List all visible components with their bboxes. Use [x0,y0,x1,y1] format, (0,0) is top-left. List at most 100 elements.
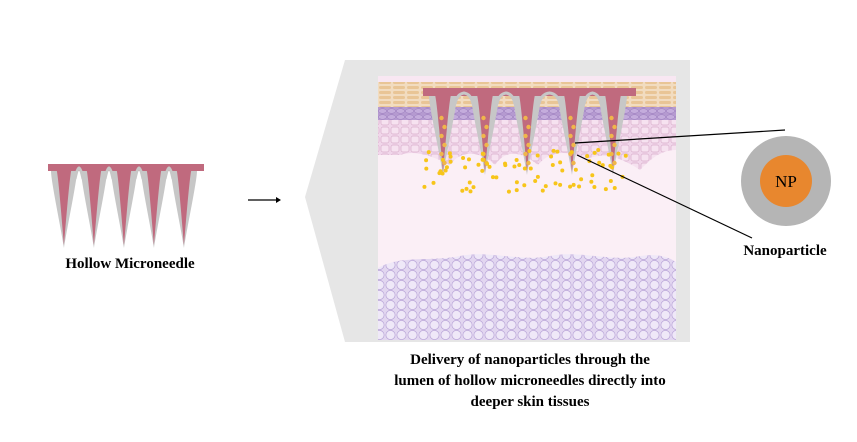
nanoparticle-dot [526,124,531,130]
nanoparticle-dot [527,149,532,154]
nanoparticle-dot [589,179,594,184]
nanoparticle-dot [514,188,519,193]
nanoparticle-dot [448,159,453,164]
needle-lumen [86,171,102,245]
nanoparticle-dot [608,179,613,184]
nanoparticle-dot [533,178,538,183]
caption: Delivery of nanoparticles through the lu… [360,350,700,413]
nanoparticle-dot [551,148,556,153]
nanoparticle-dot [526,160,531,166]
nanoparticle-dot [616,151,621,156]
nanoparticle-dot [485,161,490,166]
nanoparticle-dot [592,185,597,190]
nanoparticle-dot [596,148,601,153]
nanoparticle-dot [579,177,584,182]
nanoparticle-dot [568,115,573,121]
nanoparticle-dot [577,184,582,189]
needle-lumen [519,96,535,172]
nanoparticle-dot [612,142,617,148]
nanoparticle-dot [522,183,527,188]
needle-arch [73,166,85,180]
nanoparticle-dot [590,173,595,178]
nanoparticle-dot [514,180,519,185]
needle-lumen [146,171,162,245]
needle-lumen [477,96,493,172]
needle-lumen [116,171,132,245]
nanoparticle-dot [603,187,608,192]
nanoparticle-dot [560,168,565,173]
needle-base [423,88,636,96]
caption-line: lumen of hollow microneedles directly in… [394,373,666,389]
nanoparticle-dot [460,188,465,193]
nanoparticle-dot [523,115,528,121]
needle-lumen [605,96,621,172]
nanoparticle-dot [422,184,427,189]
nanoparticle-dot [447,151,452,156]
nanoparticle-dot [571,182,576,187]
nanoparticle-dot [549,154,554,159]
nanoparticle-dot [558,160,563,165]
nanoparticle-dot [481,115,486,121]
nanoparticle-dot [463,165,468,170]
nanoparticle-dot [484,124,489,130]
nanoparticle-dot [609,115,614,121]
nanoparticle-dot [550,162,555,167]
nanoparticle-dot [609,133,614,139]
nanoparticle-dot [461,155,466,160]
pointer-line [576,154,753,239]
pointer-line [574,129,786,144]
nanoparticle-dot [526,142,531,148]
nanoparticle-dot [467,180,472,185]
nanoparticle-dot [608,163,613,168]
nanoparticle-dot [606,152,611,157]
nanoparticle-dot [466,157,471,162]
nanoparticle-dot [481,133,486,139]
needle-arch [453,91,475,105]
nanoparticle-dot [573,167,578,172]
nanoparticle-dot [528,166,533,171]
nanoparticle-label: Nanoparticle [743,243,827,259]
needle-arch [103,166,115,180]
nanoparticle-dot [555,149,560,154]
nanoparticle-dot [442,160,447,166]
arrow-right-icon [248,197,281,203]
nanoparticle-dot [612,186,617,191]
caption-line: Delivery of nanoparticles through the [410,352,650,368]
nanoparticle-dot [535,153,540,158]
nanoparticle-dot [431,180,436,185]
nanoparticle-dot [612,160,617,166]
subcutaneous-fat [378,254,676,340]
nanoparticle-dot [517,163,522,168]
nanoparticle-dot [442,124,447,130]
nanoparticle-dot [480,168,485,173]
nanoparticle-dot [558,182,563,187]
hollow-microneedle-illustration [48,164,204,248]
nanoparticle-dot [569,150,574,155]
needle-lumen [435,96,451,172]
nanoparticle-dot [592,150,597,155]
needle-arch [133,166,145,180]
nanoparticle-dot [480,151,485,156]
nanoparticle-dot [464,186,469,191]
nanoparticle-dot [585,154,590,159]
nanoparticle-dot [468,189,473,194]
nanoparticle-dot [543,184,548,189]
nanoparticle-dot [440,157,445,162]
nanoparticle-dot [439,133,444,139]
needle-arch [582,91,603,105]
nanoparticle-dot [503,163,508,168]
nanoparticle-dot [444,165,449,170]
needle-base [48,164,204,171]
nanoparticle-dot [514,157,519,162]
needle-lumen [564,96,580,172]
nanoparticle-dot [424,166,429,171]
nanoparticles [422,115,628,194]
nanoparticle-dot [571,160,576,166]
nanoparticle-dot [540,188,545,193]
nanoparticle-icon [741,136,831,226]
nanoparticle-dot [424,158,429,163]
nanoparticle-dot [568,133,573,139]
hollow-microneedle-label: Hollow Microneedle [65,256,195,272]
